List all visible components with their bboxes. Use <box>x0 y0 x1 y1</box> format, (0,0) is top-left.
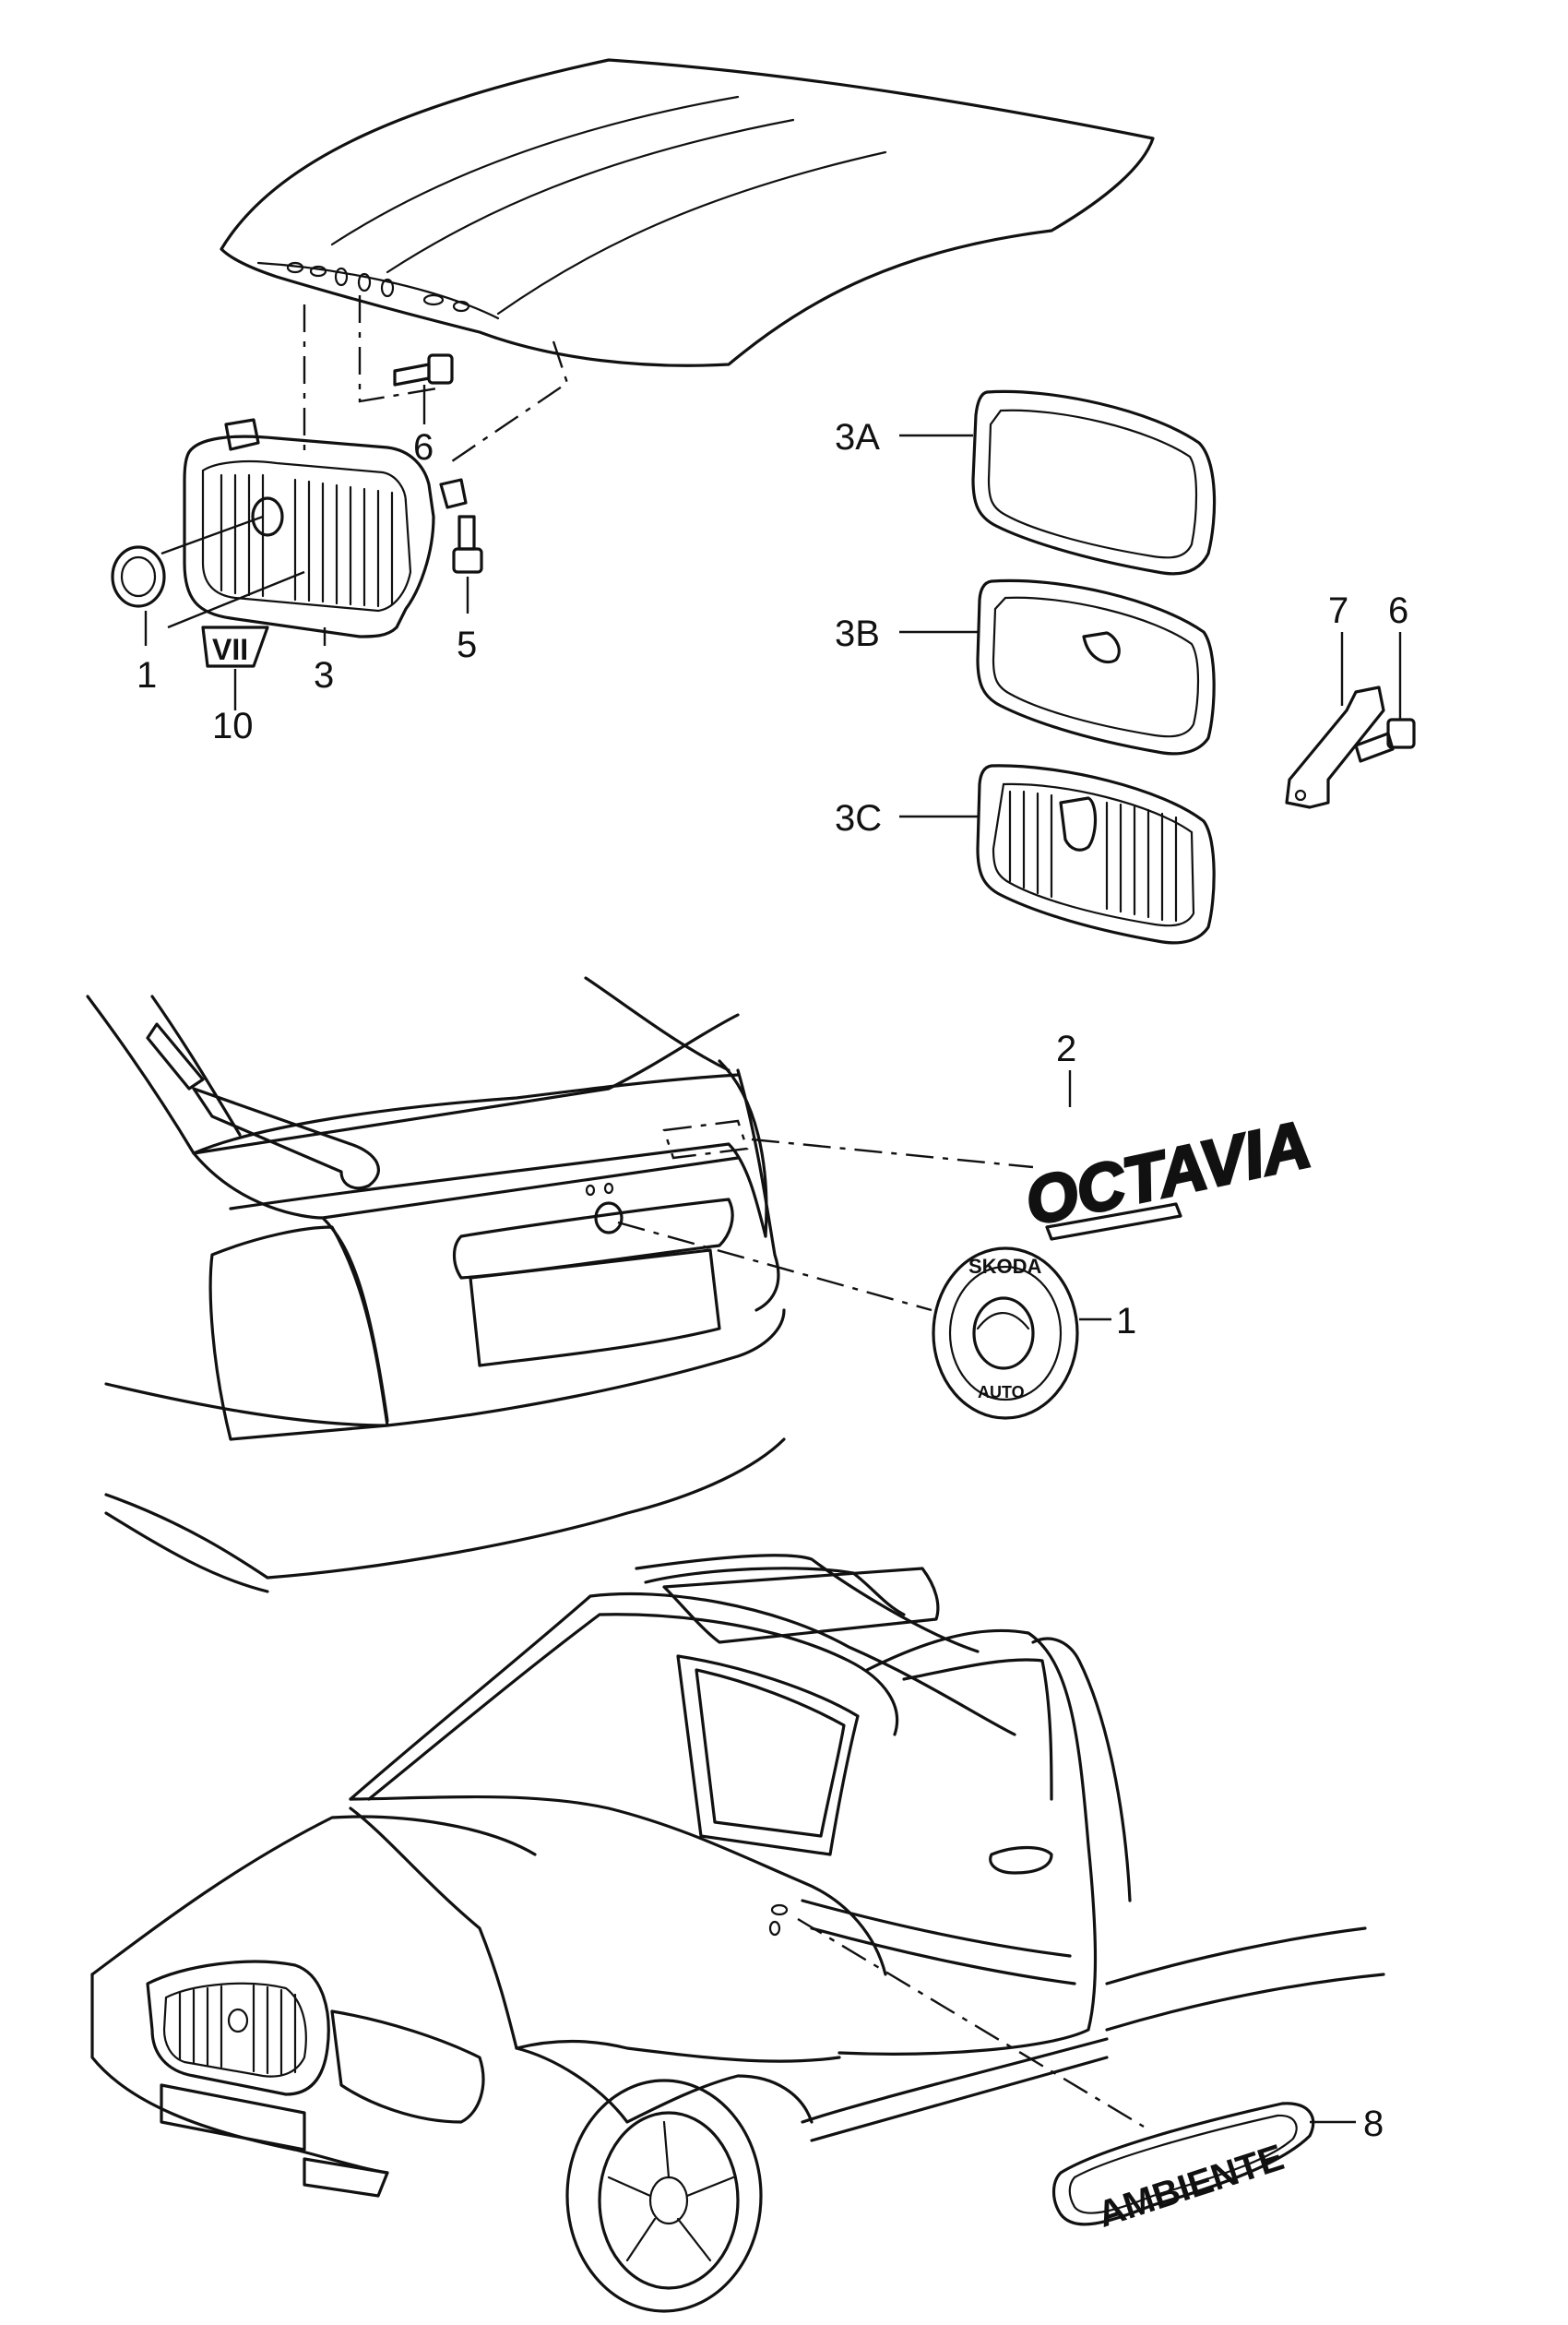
callout-3C: 3C <box>835 798 882 839</box>
skoda-emblem-text: SKODA <box>968 1255 1042 1278</box>
grille-frame-3A <box>971 389 1217 576</box>
badge-vii: VII <box>201 626 269 668</box>
hood-illustration <box>220 58 1155 367</box>
skoda-emblem-large: SKODA AUTO <box>932 1246 1079 1420</box>
callout-1-mid: 1 <box>1116 1301 1136 1341</box>
front-car-illustration <box>90 1554 1385 2313</box>
hood-dashed-leaders <box>303 295 569 462</box>
ambiente-leader <box>797 1917 1145 2128</box>
grille-3C <box>976 764 1216 945</box>
badge-vii-text: VII <box>212 633 248 666</box>
bolt-6-right <box>1354 718 1416 763</box>
callout-1-top: 1 <box>137 655 157 696</box>
octavia-leader <box>751 1138 1034 1169</box>
bolt-5 <box>452 515 483 574</box>
callout-10: 10 <box>212 706 254 746</box>
callout-3A: 3A <box>835 417 880 458</box>
octavia-badge-text: OCTAVIA <box>1019 1107 1317 1239</box>
emblem-1-small <box>111 545 166 608</box>
bolt-6-top <box>393 353 454 387</box>
callout-7: 7 <box>1328 590 1348 631</box>
auto-emblem-text: AUTO <box>978 1383 1025 1401</box>
callout-5: 5 <box>457 625 477 665</box>
callout-2: 2 <box>1056 1029 1076 1069</box>
bracket-7 <box>1285 686 1385 809</box>
callout-3B: 3B <box>835 614 880 654</box>
rear-car-illustration <box>86 976 786 1593</box>
ambiente-badge: AMBIENTE <box>1051 2102 1315 2236</box>
callout-6-top: 6 <box>413 427 434 468</box>
grille-slats <box>220 473 394 608</box>
ambiente-badge-text: AMBIENTE <box>1093 2137 1289 2235</box>
top-leader-lines <box>144 385 469 710</box>
callout-3: 3 <box>314 655 334 696</box>
octavia-badge: OCTAVIA <box>1017 1106 1318 1241</box>
callout-6-right: 6 <box>1388 590 1408 631</box>
grille-assembly <box>183 418 468 638</box>
callout-8: 8 <box>1363 2104 1384 2144</box>
emblem-leader <box>617 1221 932 1312</box>
grille-frame-3B <box>976 578 1216 756</box>
